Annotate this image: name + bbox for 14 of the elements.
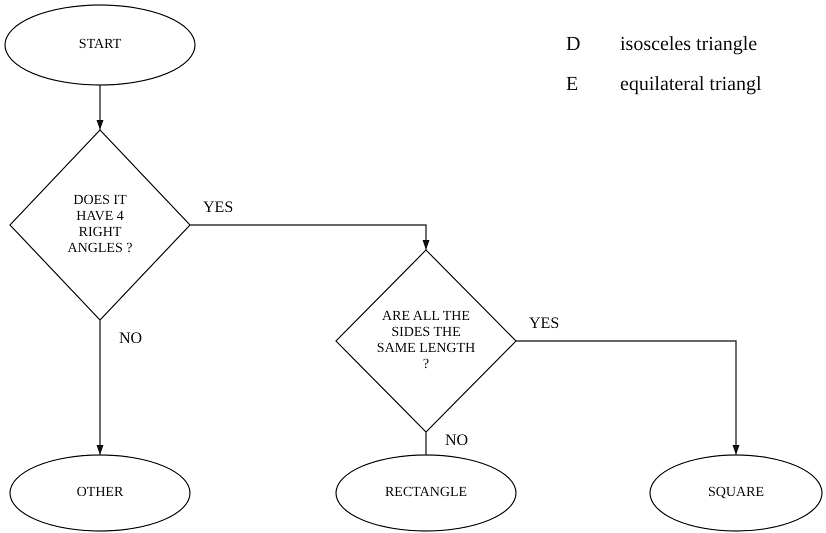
node-text: START bbox=[78, 37, 122, 53]
option-letter: E bbox=[566, 73, 578, 96]
option-letter: D bbox=[566, 33, 580, 56]
node-text: SQUARE bbox=[706, 485, 765, 501]
option-text: equilateral triangl bbox=[620, 73, 762, 96]
node-text: OTHER bbox=[76, 485, 124, 501]
arrow bbox=[96, 85, 104, 130]
node-text: RECTANGLE bbox=[384, 485, 468, 501]
arrow bbox=[190, 224, 430, 250]
option-text: isosceles triangle bbox=[620, 33, 758, 56]
node-text: DOES IT HAVE 4 RIGHT ANGLES ? bbox=[66, 193, 134, 257]
arrow bbox=[96, 320, 104, 455]
node-text: ARE ALL THE SIDES THE SAME LENGTH ? bbox=[376, 309, 476, 373]
arrow bbox=[516, 340, 740, 455]
